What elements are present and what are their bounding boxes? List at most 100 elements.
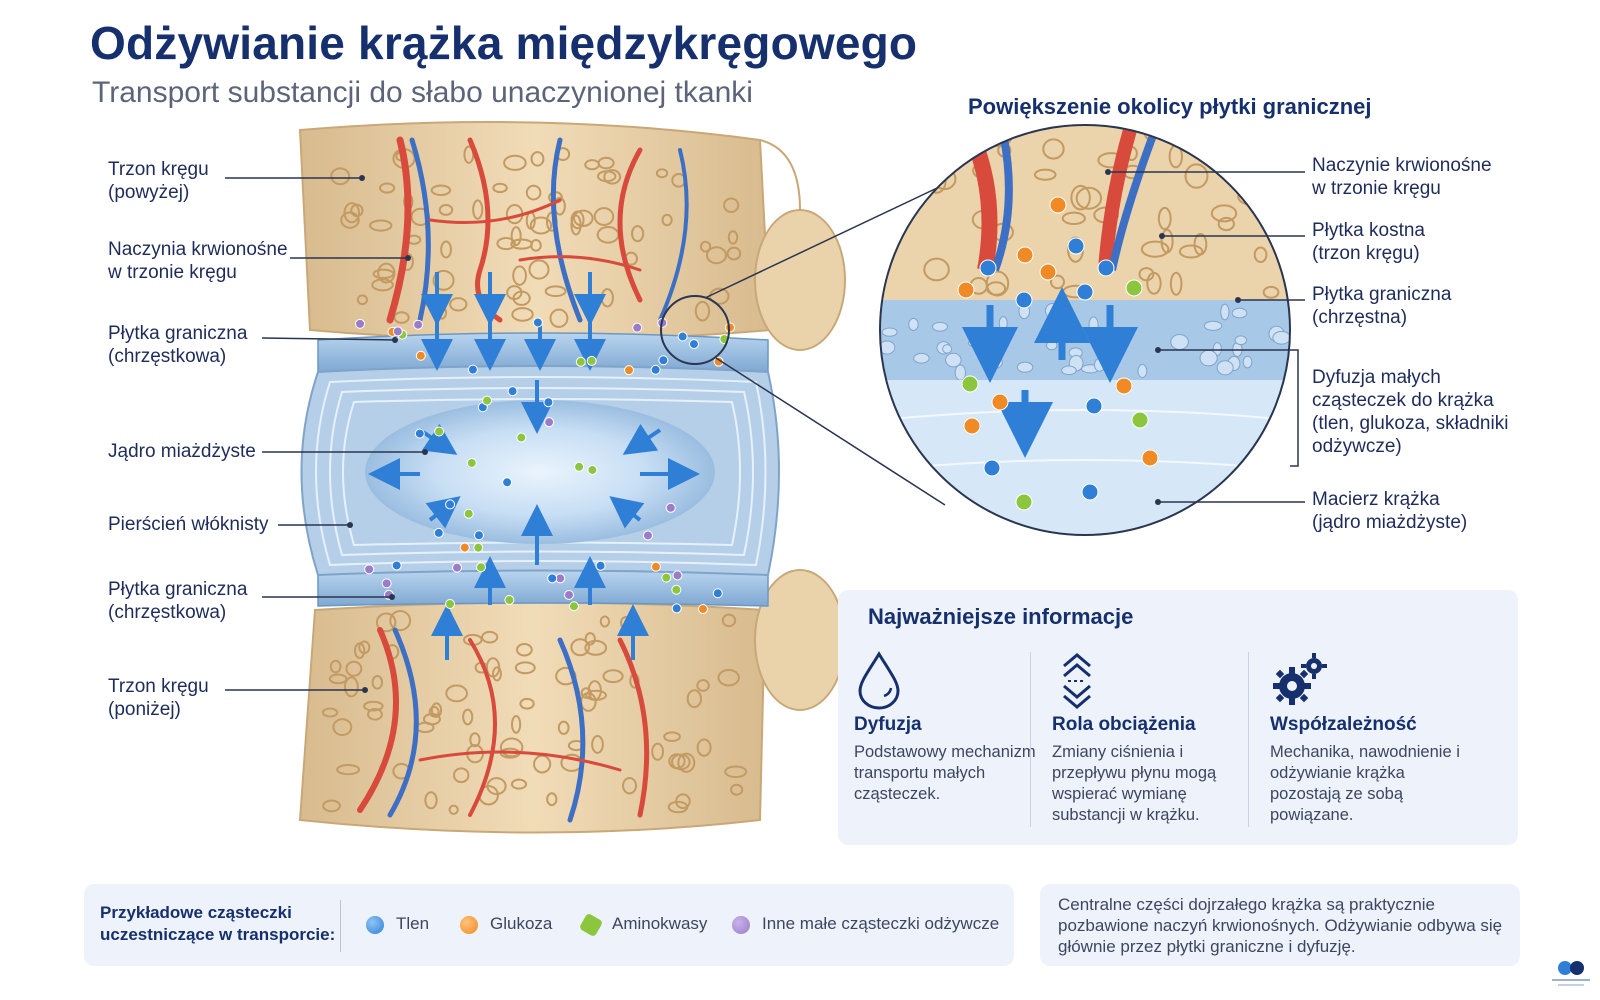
molecule <box>672 570 683 581</box>
info-card-title: Rola obciążenia <box>1052 714 1196 735</box>
info-card-interdependence: Współzależność Mechanika, nawodnienie i … <box>1256 642 1469 832</box>
legend-item-glucose: Glukoza <box>460 914 552 934</box>
bone-pore <box>557 720 570 735</box>
bone-pore <box>343 676 359 698</box>
key-info-title: Najważniejsze informacje <box>868 604 1134 629</box>
bone-pore <box>428 706 440 718</box>
bone-pore <box>923 257 950 282</box>
bone-pore <box>345 660 363 677</box>
glucose-dot-icon <box>460 915 478 934</box>
bone-pore <box>986 281 1007 296</box>
molecule <box>650 364 661 375</box>
bone-pore <box>438 204 454 216</box>
info-card-text: Podstawowy mechanizm transportu małych c… <box>854 743 1036 803</box>
bone-pore <box>593 207 615 226</box>
bone-pore <box>510 715 522 734</box>
bone-pore <box>356 294 368 306</box>
label-nucleus: Jądro miażdżyste <box>108 441 256 462</box>
bone-pore <box>572 209 594 227</box>
bone-pore <box>696 738 712 757</box>
bone-pore <box>998 316 1008 331</box>
label-endplate-lower: Płytka graniczna(chrzęstkowa) <box>108 579 248 623</box>
bone-pore <box>528 259 550 280</box>
label-zoom-diffusion: Dyfuzja małych cząsteczek do krążka (tle… <box>1312 367 1509 457</box>
bone-pore <box>544 285 567 298</box>
bone-pore <box>1088 316 1099 333</box>
bone-pore <box>510 226 522 247</box>
bone-pore <box>469 732 481 748</box>
info-card-title: Dyfuzja <box>854 714 922 735</box>
bone-pore <box>631 225 645 243</box>
molecule <box>532 317 543 328</box>
molecule <box>624 365 635 376</box>
bone-pore <box>585 689 608 701</box>
bone-pore <box>321 707 339 718</box>
bone-pore <box>661 213 673 227</box>
bone-pore <box>1138 267 1155 282</box>
molecule <box>587 464 598 475</box>
molecule <box>963 417 981 435</box>
molecule <box>459 542 470 553</box>
bone-pore <box>510 238 533 250</box>
bone-pore <box>696 679 710 692</box>
bone-pore <box>932 321 948 332</box>
bone-pore <box>888 178 911 196</box>
bone-pore <box>1210 204 1238 223</box>
molecule <box>1115 377 1133 395</box>
molecule <box>473 542 484 553</box>
bone-pore <box>445 684 468 703</box>
bone-pore <box>363 700 384 712</box>
legend-item-amino-acids: Aminokwasy <box>578 912 707 937</box>
bone-pore <box>371 278 394 292</box>
molecule <box>957 281 975 299</box>
bone-pore <box>603 169 622 185</box>
info-card-text: Mechanika, nawodnienie i odżywianie krąż… <box>1270 743 1460 824</box>
bone-pore <box>430 184 452 196</box>
bone-pore <box>584 159 600 171</box>
bone-pore <box>591 735 604 754</box>
info-card-load: Rola obciążenia Zmiany ciśnienia i przep… <box>1038 642 1251 832</box>
bone-pore <box>377 262 396 284</box>
molecule <box>543 397 554 408</box>
other-nutrient-dot-icon <box>732 915 750 934</box>
bone-pore <box>1178 244 1204 259</box>
bone-pore <box>1075 186 1103 210</box>
bone-pore <box>549 308 569 328</box>
molecule <box>445 599 456 610</box>
molecule <box>1067 237 1085 255</box>
bone-pore <box>514 661 536 675</box>
molecule <box>381 578 392 589</box>
oxygen-dot-icon <box>366 915 384 934</box>
bone-pore <box>694 300 711 322</box>
bone-pore <box>699 240 712 253</box>
bone-pore <box>1220 303 1230 321</box>
bone-pore <box>570 638 590 657</box>
bone-pore <box>510 778 528 790</box>
bone-pore <box>512 290 531 306</box>
bone-pore <box>340 211 360 229</box>
bone-pore <box>1231 307 1248 319</box>
molecule <box>661 572 672 583</box>
label-zoom-matrix: Macierz krążka(jądro miażdżyste) <box>1312 489 1468 533</box>
molecule <box>574 461 585 472</box>
bone-pore <box>727 230 739 245</box>
molecule <box>463 508 474 519</box>
bone-pore <box>462 708 474 726</box>
zoom-connector-bottom <box>715 357 946 506</box>
bone-pore <box>1146 271 1162 295</box>
divider <box>1030 652 1031 827</box>
molecule <box>445 499 456 510</box>
legend-item-oxygen: Tlen <box>366 914 429 934</box>
bone-pore <box>519 697 535 710</box>
bone-pore <box>945 352 962 368</box>
bone-pore <box>1170 333 1189 350</box>
molecule <box>1016 246 1034 264</box>
bone-pore <box>491 666 502 682</box>
bone-pore <box>499 737 524 758</box>
bone-pore <box>686 689 703 709</box>
divider <box>1248 652 1249 827</box>
molecule <box>473 530 484 541</box>
bone-pore <box>721 613 737 628</box>
upper-vertebra <box>298 121 846 351</box>
bone-pore <box>954 364 967 381</box>
